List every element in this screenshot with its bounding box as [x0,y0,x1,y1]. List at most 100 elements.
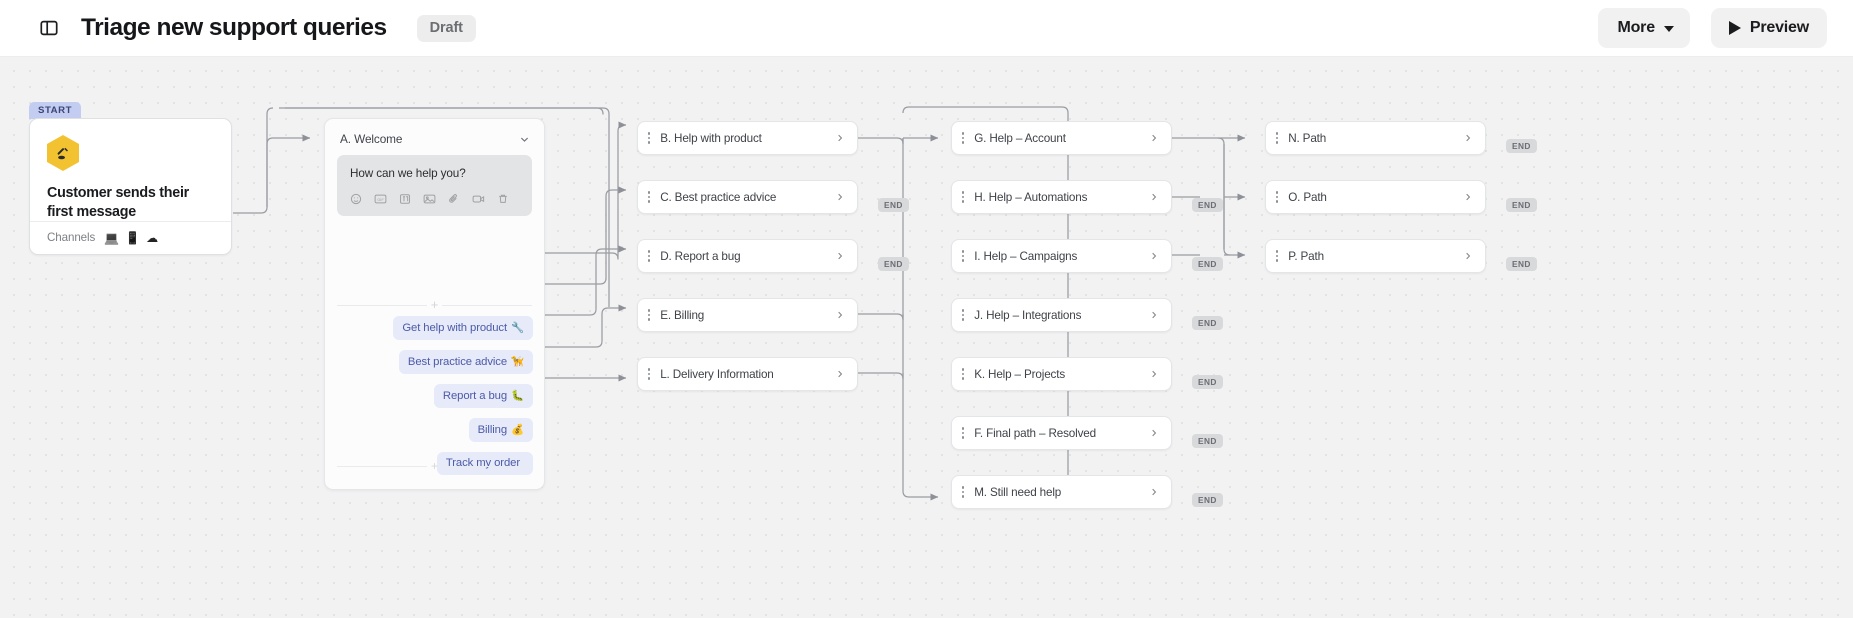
flow-canvas[interactable]: START Customer sends their first message… [0,57,1853,618]
preview-button[interactable]: Preview [1710,8,1827,48]
emoji-icon[interactable] [350,193,362,205]
node-label: B. Help with product [660,131,762,145]
play-icon [1728,21,1741,35]
divider-line-right [442,466,533,467]
divider-line-left [337,304,427,306]
flow-node-n[interactable]: N. Path [1265,121,1486,155]
chevron-right-icon[interactable] [1149,369,1159,379]
node-layer: START Customer sends their first message… [0,57,1853,618]
attachment-icon[interactable] [448,193,460,205]
delete-icon[interactable] [497,193,509,205]
chevron-right-icon[interactable] [835,192,845,202]
chevron-right-icon[interactable] [1149,310,1159,320]
flow-node-m[interactable]: M. Still need help [951,475,1172,509]
drag-handle-icon[interactable] [962,368,965,380]
flow-node-o[interactable]: O. Path [1265,180,1486,214]
node-label: I. Help – Campaigns [974,249,1078,263]
page-title: Triage new support queries [81,13,387,41]
list-item[interactable]: Best practice advice 🦮 [398,350,533,374]
video-icon[interactable] [472,193,485,205]
flow-node-i[interactable]: I. Help – Campaigns [951,239,1172,273]
flow-node-k[interactable]: K. Help – Projects [951,357,1172,391]
channel-icon-group: 💻 📱 ☁ [104,232,158,244]
welcome-node-title: A. Welcome [340,132,403,146]
end-badge: END [1506,139,1537,154]
flow-node-c[interactable]: C. Best practice advice [637,180,858,214]
flow-node-l[interactable]: L. Delivery Information [637,357,858,391]
panel-left-icon[interactable] [38,17,60,39]
drag-handle-icon[interactable] [1276,191,1279,203]
header-left-group: Triage new support queries Draft [0,13,476,42]
chevron-down-icon [1663,26,1674,32]
flow-node-h[interactable]: H. Help – Automations [951,180,1172,214]
flow-node-b[interactable]: B. Help with product [637,121,858,155]
start-node-card[interactable]: Customer sends their first message Chann… [29,118,232,255]
chevron-right-icon[interactable] [1463,192,1473,202]
plus-icon[interactable]: + [431,459,439,473]
app-header: Triage new support queries Draft More Pr… [0,0,1853,57]
node-label: P. Path [1288,249,1324,263]
divider-line-right [442,304,532,306]
end-badge: END [1192,493,1223,508]
drag-handle-icon[interactable] [648,132,651,144]
flow-node-g[interactable]: G. Help – Account [951,121,1172,155]
image-icon[interactable] [423,193,436,205]
chip-emoji: 🔧 [511,322,524,334]
chevron-right-icon[interactable] [1149,251,1159,261]
drag-handle-icon[interactable] [1276,132,1279,144]
end-badge: END [1192,257,1223,272]
chevron-right-icon[interactable] [1463,251,1473,261]
megaphone-hex-icon [47,135,79,171]
node-label: J. Help – Integrations [974,308,1082,322]
chevron-right-icon[interactable] [1149,487,1159,497]
flow-node-e[interactable]: E. Billing [637,298,858,332]
channels-row: Channels 💻 📱 ☁ [47,231,158,244]
drag-handle-icon[interactable] [962,309,965,321]
chevron-right-icon[interactable] [835,251,845,261]
node-label: K. Help – Projects [974,367,1066,381]
list-item[interactable]: Billing 💰 [468,418,533,442]
drag-handle-icon[interactable] [648,368,651,380]
chevron-right-icon[interactable] [835,369,845,379]
flow-node-p[interactable]: P. Path [1265,239,1486,273]
chevron-right-icon[interactable] [835,310,845,320]
welcome-footer-divider[interactable]: + [337,459,533,473]
more-button[interactable]: More [1598,8,1690,48]
svg-text:GIF: GIF [377,197,384,202]
divider [30,221,231,222]
chevron-right-icon[interactable] [1149,133,1159,143]
chevron-right-icon[interactable] [835,133,845,143]
drag-handle-icon[interactable] [962,132,965,144]
node-label: H. Help – Automations [974,190,1088,204]
flow-node-f[interactable]: F. Final path – Resolved [951,416,1172,450]
drag-handle-icon[interactable] [962,427,965,439]
drag-handle-icon[interactable] [1276,250,1279,262]
gif-icon[interactable]: GIF [374,193,387,205]
more-button-label: More [1617,19,1655,36]
list-item[interactable]: Report a bug 🐛 [433,384,533,408]
chevron-right-icon[interactable] [1463,133,1473,143]
chevron-right-icon[interactable] [1149,192,1159,202]
drag-handle-icon[interactable] [648,309,651,321]
flow-node-j[interactable]: J. Help – Integrations [951,298,1172,332]
start-badge: START [29,102,82,119]
desktop-channel-icon: 💻 [104,230,120,245]
drag-handle-icon[interactable] [962,250,965,262]
header-right-group: More Preview [1598,8,1853,48]
drag-handle-icon[interactable] [962,486,965,498]
drag-handle-icon[interactable] [648,250,651,262]
list-item[interactable]: Get help with product 🔧 [393,316,533,340]
plus-icon[interactable]: + [430,297,439,312]
insert-divider[interactable]: + [337,297,532,312]
end-badge: END [1506,198,1537,213]
chevron-down-icon[interactable] [519,134,530,145]
drag-handle-icon[interactable] [962,191,965,203]
node-label: G. Help – Account [974,131,1066,145]
welcome-node-header: A. Welcome [325,119,544,155]
format-text-icon[interactable] [399,193,411,205]
chevron-right-icon[interactable] [1149,428,1159,438]
welcome-node[interactable]: A. Welcome How can we help you? [324,118,545,490]
drag-handle-icon[interactable] [648,191,651,203]
end-badge: END [878,198,909,213]
flow-node-d[interactable]: D. Report a bug [637,239,858,273]
